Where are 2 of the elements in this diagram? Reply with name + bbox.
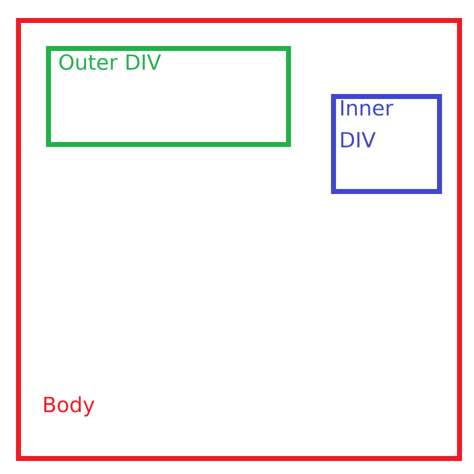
box: Inner DIV	[331, 94, 442, 194]
box: Outer DIV	[46, 46, 291, 147]
